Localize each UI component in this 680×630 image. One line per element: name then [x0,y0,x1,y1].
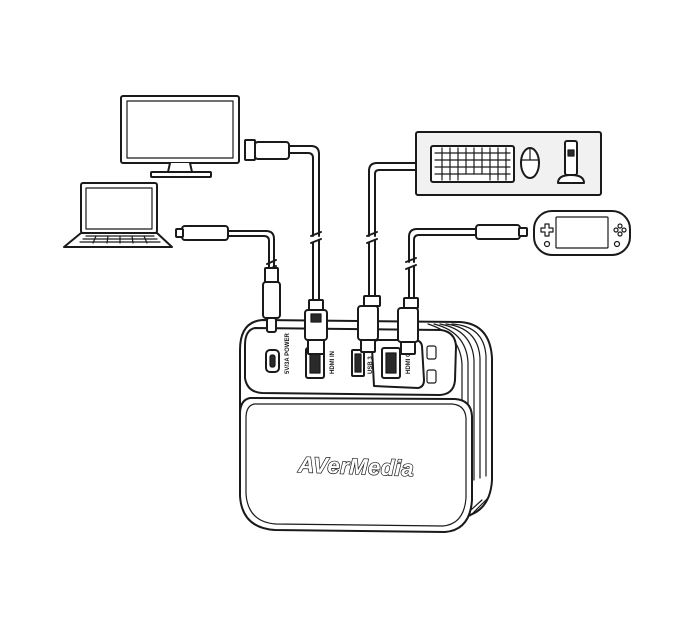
brand-logo: AVerMedia [297,452,415,481]
avermedia-device: 5V/3A POWER HDMI IN USB 3 HDMI OUT AVerM… [239,319,493,533]
port-label-usb: USB 3 [368,356,374,374]
monitor-icon [120,95,240,178]
port-hdmi-out: HDMI OUT [381,344,412,379]
port-label-hdmi-out: HDMI OUT [406,344,412,374]
plug-hdmi-out [397,297,419,355]
port-power: 5V/3A POWER [265,333,291,374]
side-port-bottom [426,369,437,384]
port-usb: USB 3 [351,349,374,377]
laptop-icon [63,182,173,248]
plug-usb [357,295,381,353]
plug-hdmi-in [304,299,328,355]
port-label-hdmi-in: HDMI IN [330,351,336,374]
cable-hdmi-out [405,224,528,299]
cable-hdmi-in [244,139,322,301]
cable-usb [366,162,417,297]
port-hdmi-in: HDMI IN [305,347,336,379]
handheld-console-icon [533,210,631,256]
cable-power [175,225,277,271]
side-port-top [426,345,437,360]
plug-power [262,267,281,333]
port-label-power: 5V/3A POWER [285,333,291,374]
keyboard-mouse-icon [415,131,602,196]
